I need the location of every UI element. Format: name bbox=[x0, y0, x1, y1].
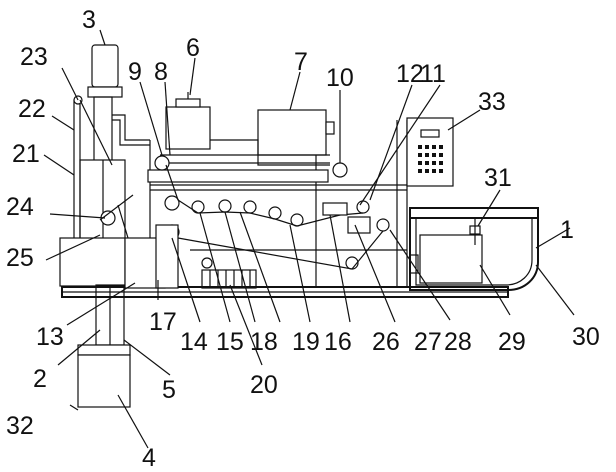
label-12: 12 bbox=[396, 60, 424, 88]
feed-pipe bbox=[112, 114, 150, 141]
label-8: 8 bbox=[154, 58, 168, 86]
device-27 bbox=[347, 216, 371, 234]
control-box bbox=[406, 117, 454, 187]
keypad-key bbox=[418, 161, 422, 165]
tank-7-body bbox=[257, 109, 327, 156]
label-7: 7 bbox=[294, 48, 308, 76]
label-6: 6 bbox=[186, 34, 200, 62]
keypad-key bbox=[439, 145, 443, 149]
keypad-key bbox=[418, 169, 422, 173]
label-17: 17 bbox=[149, 308, 177, 336]
motor-flange bbox=[87, 86, 123, 98]
tank-6 bbox=[165, 92, 211, 150]
roller-12 bbox=[356, 200, 370, 214]
label-15: 15 bbox=[216, 328, 244, 356]
label-1: 1 bbox=[560, 216, 574, 244]
label-19: 19 bbox=[292, 328, 320, 356]
label-20: 20 bbox=[250, 371, 278, 399]
heater-block bbox=[201, 269, 257, 289]
leader-lines bbox=[43, 29, 575, 449]
label-18: 18 bbox=[250, 328, 278, 356]
label-13: 13 bbox=[36, 323, 64, 351]
support-arm bbox=[79, 99, 113, 166]
control-keypad bbox=[418, 145, 443, 173]
upper-column bbox=[93, 96, 113, 163]
label-9: 9 bbox=[128, 58, 142, 86]
keypad-key bbox=[418, 153, 422, 157]
control-panel-33 bbox=[406, 117, 454, 187]
label-11: 11 bbox=[420, 60, 446, 88]
keypad-key bbox=[425, 153, 429, 157]
label-10: 10 bbox=[326, 64, 354, 92]
label-27: 27 bbox=[414, 328, 442, 356]
label-3: 3 bbox=[82, 6, 96, 34]
motor-top bbox=[91, 44, 119, 88]
tray-bar bbox=[147, 169, 329, 183]
label-29: 29 bbox=[498, 328, 526, 356]
keypad-key bbox=[439, 153, 443, 157]
roller-14 bbox=[164, 195, 180, 211]
keypad-key bbox=[439, 169, 443, 173]
tank-6-lid bbox=[175, 98, 201, 108]
drive-roll-housing bbox=[155, 224, 179, 289]
device-26 bbox=[322, 202, 348, 216]
tank-6-body bbox=[165, 106, 211, 150]
heater-20 bbox=[201, 257, 257, 289]
lift-flange bbox=[77, 344, 131, 356]
control-display bbox=[420, 129, 440, 138]
roller-10 bbox=[332, 162, 348, 178]
drive-block bbox=[124, 224, 179, 289]
roller-9 bbox=[154, 155, 170, 171]
label-4: 4 bbox=[142, 444, 156, 472]
roller-c bbox=[243, 200, 257, 214]
upper-tray bbox=[147, 139, 330, 183]
keypad-key bbox=[432, 153, 436, 157]
keypad-key bbox=[418, 145, 422, 149]
keypad-key bbox=[425, 145, 429, 149]
tank-rim bbox=[409, 207, 539, 219]
tank-wall bbox=[409, 218, 539, 291]
lifting-column bbox=[59, 44, 134, 408]
label-21: 21 bbox=[12, 140, 40, 168]
label-5: 5 bbox=[162, 376, 176, 404]
keypad-key bbox=[432, 145, 436, 149]
keypad-key bbox=[432, 169, 436, 173]
part-labels: 1 2 3 4 5 6 7 8 9 10 11 12 13 14 15 16 1… bbox=[6, 6, 600, 472]
bath-tank bbox=[409, 207, 539, 291]
roller-d bbox=[268, 206, 282, 220]
label-2: 2 bbox=[33, 365, 47, 393]
roller-a bbox=[191, 200, 205, 214]
label-23: 23 bbox=[20, 43, 48, 71]
label-28: 28 bbox=[444, 328, 472, 356]
label-32: 32 bbox=[6, 412, 34, 440]
label-31: 31 bbox=[484, 164, 512, 192]
label-14: 14 bbox=[180, 328, 208, 356]
label-30: 30 bbox=[572, 323, 600, 351]
label-25: 25 bbox=[6, 244, 34, 272]
keypad-key bbox=[439, 161, 443, 165]
label-24: 24 bbox=[6, 193, 34, 221]
label-16: 16 bbox=[324, 328, 352, 356]
keypad-key bbox=[425, 169, 429, 173]
roller-27 bbox=[376, 218, 390, 232]
label-26: 26 bbox=[372, 328, 400, 356]
roller-b bbox=[218, 199, 232, 213]
label-22: 22 bbox=[18, 95, 46, 123]
tank-7-valve bbox=[325, 121, 335, 135]
keypad-key bbox=[425, 161, 429, 165]
tank-7 bbox=[257, 109, 335, 156]
lift-motor-box bbox=[77, 354, 131, 408]
label-33: 33 bbox=[478, 88, 506, 116]
keypad-key bbox=[432, 161, 436, 165]
inner-basket bbox=[419, 234, 483, 284]
column-base-box bbox=[59, 237, 126, 287]
